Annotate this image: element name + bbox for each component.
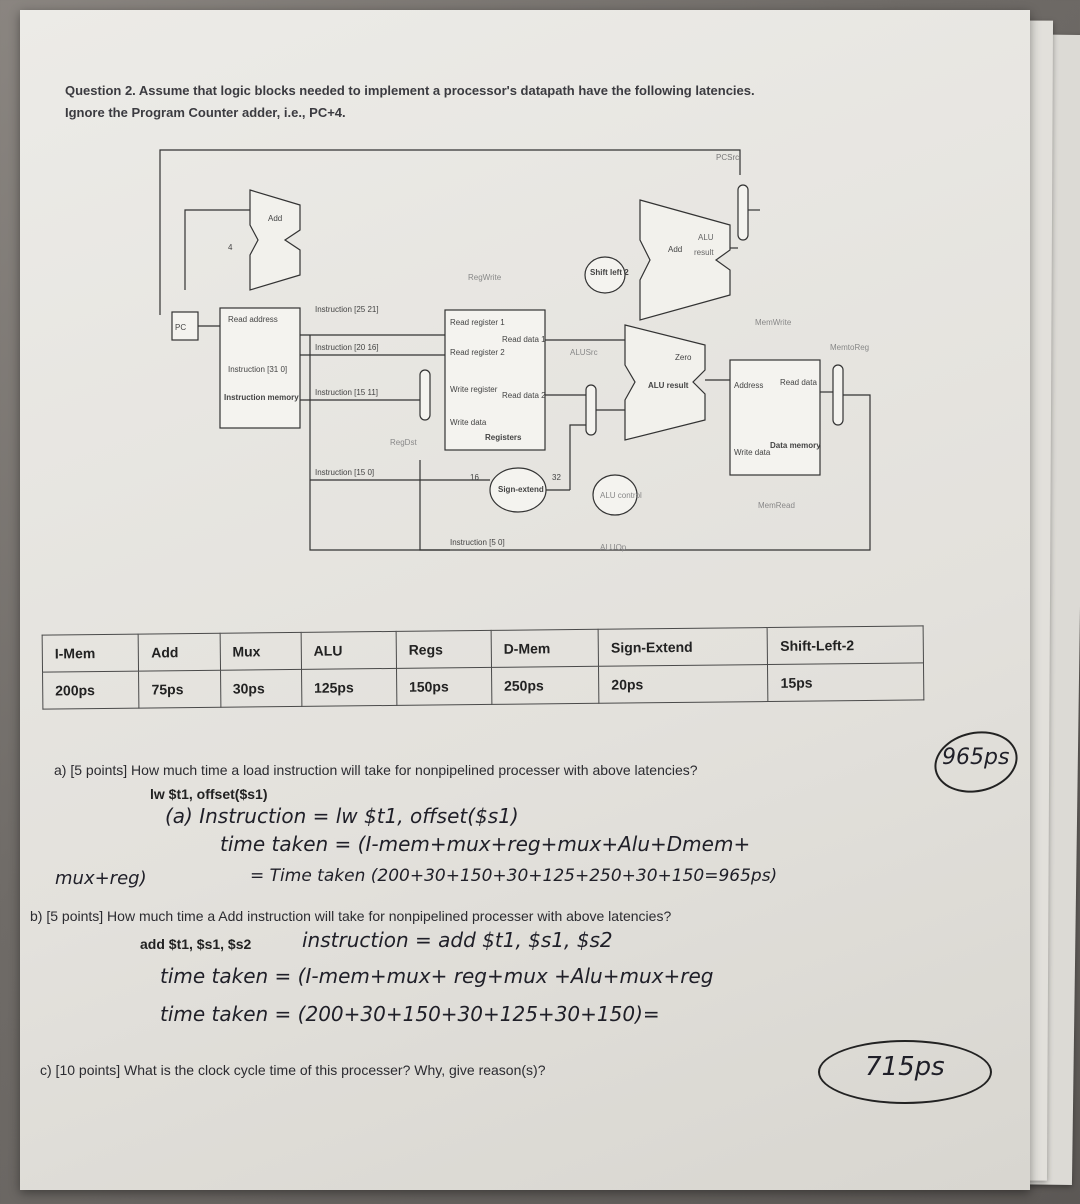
write-data-mem-label: Write data [734,448,771,457]
instr-5-0: Instruction [5 0] [450,538,505,547]
table-value-cell: 250ps [491,666,600,705]
read-register2-label: Read register 2 [450,348,505,357]
table-header-cell: Shift-Left-2 [767,625,924,665]
question-a: a) [5 points] How much time a load instr… [54,762,698,778]
handwritten-b-line3: time taken = (200+30+150+30+125+30+150)= [160,1002,660,1026]
worksheet-page: Question 2. Assume that logic blocks nee… [20,10,1030,1190]
question-c: c) [10 points] What is the clock cycle t… [40,1062,546,1078]
pc-label: PC [175,323,186,332]
table-header-cell: Regs [395,630,492,669]
question-b: b) [5 points] How much time a Add instru… [30,908,672,924]
table-value-cell: 15ps [767,662,924,702]
memread-label: MemRead [758,501,795,510]
handwritten-a-prefix: mux+reg) [55,868,147,889]
handwritten-a-line2: time taken = (I-mem+mux+reg+mux+Alu+Dmem… [220,832,751,856]
shift-left-label: Shift left 2 [590,268,629,277]
pcsrc-label: PCSrc [716,153,739,162]
table-header-cell: Mux [219,632,302,671]
sign-extend-label: Sign-extend [498,485,544,494]
handwritten-b-line2: time taken = (I-mem+mux+ reg+mux +Alu+mu… [160,964,714,988]
instruction-label: Instruction [31 0] [228,365,287,374]
thirtytwo-label: 32 [552,473,561,482]
table-value-cell: 75ps [138,670,221,709]
memwrite-label: MemWrite [755,318,792,327]
write-data-label: Write data [450,418,487,427]
table-header-cell: D-Mem [490,629,599,668]
question-a-instruction: lw $t1, offset($s1) [150,786,268,802]
instr-25-21: Instruction [25 21] [315,305,379,314]
add-result-label: Add [668,245,682,254]
read-data2-label: Read data 2 [502,391,546,400]
table-value-cell: 125ps [301,668,397,707]
data-memory-label: Data memory [770,441,821,450]
handwritten-b-answer: 715ps [865,1052,945,1082]
address-label: Address [734,381,763,390]
handwritten-b-line1: instruction = add $t1, $s1, $s2 [302,928,613,952]
read-register1-label: Read register 1 [450,318,505,327]
question-subtitle: Ignore the Program Counter adder, i.e., … [65,105,346,120]
table-value-cell: 20ps [598,664,769,704]
instruction-memory-label: Instruction memory [224,393,299,402]
aluop-label: ALUOp [600,543,627,552]
result-top-label: result [694,248,714,257]
sixteen-label: 16 [470,473,479,482]
alu-control-label: ALU control [600,491,642,500]
instr-20-16: Instruction [20 16] [315,343,379,352]
read-data1-label: Read data 1 [502,335,546,344]
alusrc-label: ALUSrc [570,348,598,357]
table-value-cell: 30ps [220,669,302,708]
handwritten-a-line3: = Time taken (200+30+150+30+125+250+30+1… [250,866,778,886]
read-data-label: Read data [780,378,817,387]
instr-15-11: Instruction [15 11] [315,388,378,397]
handwritten-a-line1: (a) Instruction = lw $t1, offset($s1) [165,804,519,828]
handwritten-a-answer: 965ps [942,745,1010,770]
table-header-cell: ALU [300,631,397,670]
answer-circle [818,1040,992,1104]
regdst-label: RegDst [390,438,417,447]
table-header-cell: Add [138,633,221,672]
alu-top-label: ALU [698,233,714,242]
read-address-label: Read address [228,315,278,324]
table-value-cell: 200ps [42,671,140,710]
instr-15-0: Instruction [15 0] [315,468,374,477]
regwrite-label: RegWrite [468,273,502,282]
zero-label: Zero [675,353,692,362]
four-label: 4 [228,243,233,252]
memtoreg-label: MemtoReg [830,343,869,352]
question-title: Question 2. Assume that logic blocks nee… [65,83,755,98]
question-b-instruction: add $t1, $s1, $s2 [140,936,252,952]
datapath-diagram: Add 4 PCSrc Add ALU result Shift left 2 … [159,149,871,552]
table-value-cell: 150ps [396,667,492,706]
table-header-cell: Sign-Extend [598,627,768,667]
table-header-cell: I-Mem [42,634,139,673]
alu-result-label: ALU result [648,381,689,390]
question-header: Question 2. Assume that logic blocks nee… [65,80,755,124]
add-label: Add [268,214,282,223]
write-register-label: Write register [450,385,498,394]
registers-label: Registers [485,433,522,442]
